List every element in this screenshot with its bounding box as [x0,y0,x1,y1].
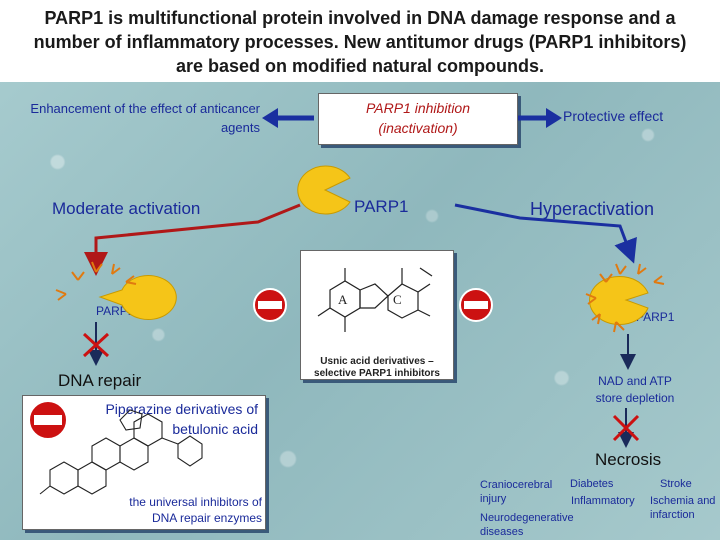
x-mark-icon-necrosis [612,414,640,442]
hyperactivation-arrow [454,203,637,264]
right-pacman-enzyme-icon [585,263,665,333]
ring-c-label: C [393,292,402,307]
disease-craniocerebral: Craniocerebral injury [480,479,553,505]
title-band [0,0,720,82]
no-entry-icon-piperazine [28,400,68,440]
disease-ischemia: Ischemia and infarction [650,495,716,521]
left-pacman-enzyme-icon [55,261,177,320]
disease-stroke: Stroke [660,478,692,490]
x-mark-icon [82,332,110,358]
inhibition-box [318,93,518,145]
usnic-acid-structure [317,267,433,332]
protective-effect-label: Protective effect [563,108,664,124]
dna-repair-label: DNA repair [58,371,142,390]
usnic-caption: Usnic acid derivatives – selective PARP1… [314,356,440,379]
no-entry-icon-right [459,288,493,322]
piperazine-title: Piperazine derivatives of betulonic acid [105,401,258,437]
betulonic-acid-structure [39,409,203,495]
right-enzyme-label: PARP1 [636,310,675,324]
hyperactivation-label: Hyperactivation [530,199,655,219]
ring-a-label: A [338,292,348,307]
moderate-activation-label: Moderate activation [52,199,201,218]
parp1-center-label: PARP1 [354,197,409,216]
inhibition-label: PARP1 inhibition (inactivation) [365,100,471,136]
enhancement-label: Enhancement of the effect of anticancer … [30,101,260,135]
pacman-enzyme-icon [297,165,351,215]
no-entry-icon-left [253,288,287,322]
necrosis-label: Necrosis [595,450,662,469]
disease-neurodegenerative: Neurodegenerative diseases [480,512,574,538]
slide-title: PARP1 is multifunctional protein involve… [33,8,687,76]
piperazine-caption: the universal inhibitors of DNA repair e… [129,495,262,525]
disease-diabetes: Diabetes [570,478,614,490]
double-arrow-icon [262,108,314,128]
disease-inflammatory: Inflammatory [571,495,635,507]
moderate-activation-arrow [84,203,301,276]
nad-atp-depletion-label: NAD and ATP store depletion [595,374,675,405]
protective-arrow [518,108,562,128]
